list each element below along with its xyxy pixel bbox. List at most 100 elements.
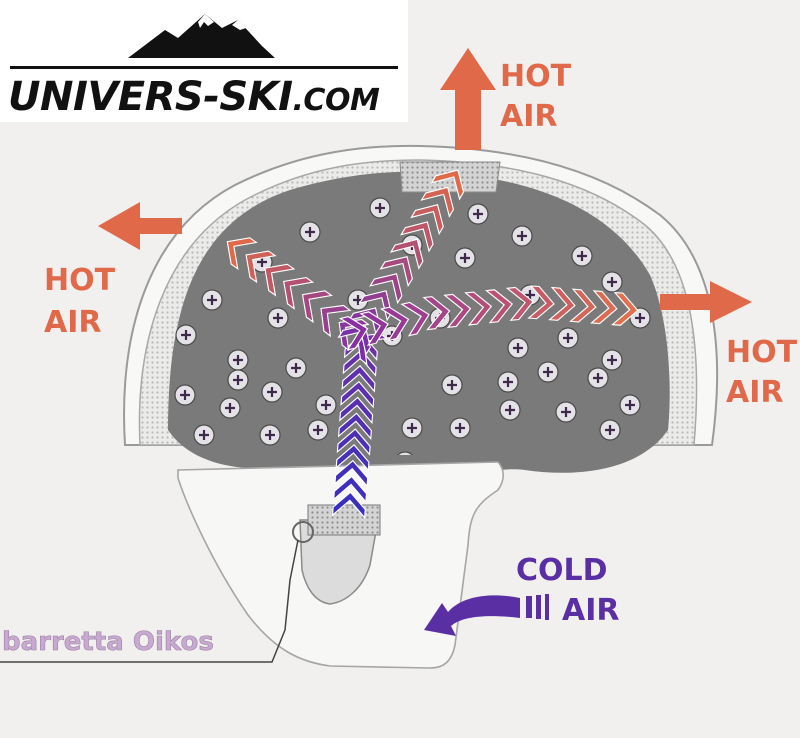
- plus-circle-icon: [449, 417, 471, 439]
- plus-circle-icon: [511, 225, 533, 247]
- hot-air-label-right-line2: AIR: [726, 375, 783, 410]
- cold-air-label: COLD AIR: [516, 553, 619, 628]
- hot-air-arrow-left: [98, 202, 182, 250]
- chevron-trunk: [336, 428, 371, 456]
- chevron-branch-top: [400, 221, 434, 253]
- chevron-branch-left: [245, 250, 277, 284]
- plus-circle-icon: [227, 369, 249, 391]
- chevron-branch-right: [338, 316, 369, 351]
- chevron-branch-top: [430, 169, 465, 201]
- plus-circle-icon: [507, 337, 529, 359]
- airflow-chevrons: [226, 169, 639, 520]
- plus-circle-icon: [227, 349, 249, 371]
- plus-circle-icon: [571, 245, 593, 267]
- hot-air-label-right: HOT AIR: [726, 335, 798, 410]
- chevron-branch-top: [379, 255, 413, 288]
- plus-circle-icon: [259, 424, 281, 446]
- chevron-branch-top: [368, 273, 403, 305]
- chevron-branch-right: [590, 290, 618, 325]
- cold-air-label-line2: AIR: [562, 593, 619, 628]
- plus-circle-icon: [299, 221, 321, 243]
- cold-air-label-line1: COLD: [516, 553, 608, 588]
- chevron-branch-right: [464, 291, 493, 326]
- chevron-branch-right: [400, 301, 430, 337]
- hot-air-label-left: HOT AIR: [44, 263, 116, 340]
- plus-circle-icon: [467, 203, 489, 225]
- plus-circle-icon: [315, 394, 337, 416]
- chevron-branch-right: [569, 288, 597, 323]
- logo-brand-text: UNIVERS-SKI: [8, 74, 293, 120]
- plus-circle-icon: [267, 307, 289, 329]
- plus-circle-icon: [201, 289, 223, 311]
- chevron-branch-left: [301, 290, 333, 324]
- chevron-branch-right: [359, 311, 389, 346]
- chevron-branch-right: [422, 296, 451, 331]
- plus-circle-icon: [497, 371, 519, 393]
- plus-circle-icon: [401, 417, 423, 439]
- svg-text:UNIVERS-SKI.COM: UNIVERS-SKI.COM: [8, 74, 380, 120]
- plus-circle-icon: [619, 394, 641, 416]
- chevron-branch-right: [527, 285, 555, 320]
- plus-circle-icon: [394, 451, 416, 455]
- chevron-branch-left: [283, 276, 315, 310]
- plus-circle-icon: [261, 381, 283, 403]
- chevron-branch-right: [379, 306, 410, 342]
- plus-circle-icon: [599, 419, 621, 441]
- hot-air-label-top-line2: AIR: [500, 99, 557, 134]
- plus-circle-icon: [454, 247, 476, 269]
- chevron-branch-left: [320, 304, 352, 338]
- plus-circle-icon: [601, 271, 623, 293]
- chevron-branch-right: [610, 291, 639, 326]
- chevron-branch-top: [410, 203, 444, 236]
- hot-air-label-left-line1: HOT: [44, 263, 116, 298]
- chevron-trunk: [334, 459, 369, 488]
- chevron-trunk: [335, 444, 370, 472]
- hot-air-arrow-top: [440, 48, 496, 150]
- chevron-trunk: [331, 491, 366, 520]
- plus-circle-icon: [537, 361, 559, 383]
- plus-circle-icon: [307, 419, 329, 441]
- chevron-trunk: [340, 380, 375, 409]
- chevron-branch-top: [358, 290, 392, 322]
- plus-circle-icon: [441, 374, 463, 396]
- chevron-branch-top: [420, 186, 455, 218]
- plus-circle-icon: [601, 349, 623, 371]
- barretta-mesh: [307, 504, 381, 536]
- part-label-barretta-oikos: barretta Oikos: [2, 627, 214, 657]
- plus-circle-icon: [557, 327, 579, 349]
- logo-domain-text: .COM: [293, 83, 380, 118]
- chevron-branch-left: [226, 237, 258, 271]
- hot-air-arrow-right: [660, 281, 752, 323]
- chevron-trunk: [339, 396, 374, 425]
- chevron-branch-right: [443, 293, 472, 329]
- barretta-ring: [292, 521, 314, 543]
- chevron-branch-left: [264, 263, 296, 297]
- hot-air-label-top: HOT AIR: [500, 59, 572, 134]
- plus-circle-icon: [285, 357, 307, 379]
- cold-air-arrow: [424, 594, 549, 636]
- chevron-branch-right: [505, 286, 534, 322]
- chevron-trunk: [333, 475, 368, 504]
- plus-circle-icon: [369, 197, 391, 219]
- logo-rule: [10, 66, 398, 69]
- chevron-branch-right: [548, 286, 576, 321]
- plus-circle-icon: [587, 367, 609, 389]
- hot-air-label-right-line1: HOT: [726, 335, 798, 370]
- plus-circle-icon: [175, 324, 197, 346]
- plus-circle-icon: [174, 384, 196, 406]
- part-leader-line: [0, 539, 299, 663]
- hot-air-label-left-line2: AIR: [44, 305, 101, 340]
- plus-circle-icon: [193, 424, 215, 446]
- plus-circle-icon: [219, 397, 241, 419]
- logo: UNIVERS-SKI.COM: [0, 0, 408, 122]
- chevron-trunk: [341, 365, 376, 393]
- chevron-branch-right: [484, 289, 514, 324]
- hot-air-label-top-line1: HOT: [500, 59, 572, 94]
- chevron-trunk: [337, 412, 372, 440]
- plus-circle-icon: [555, 401, 577, 423]
- plus-circle-icon: [499, 399, 521, 421]
- mountain-snow: [198, 14, 246, 30]
- chevron-branch-top: [389, 238, 424, 270]
